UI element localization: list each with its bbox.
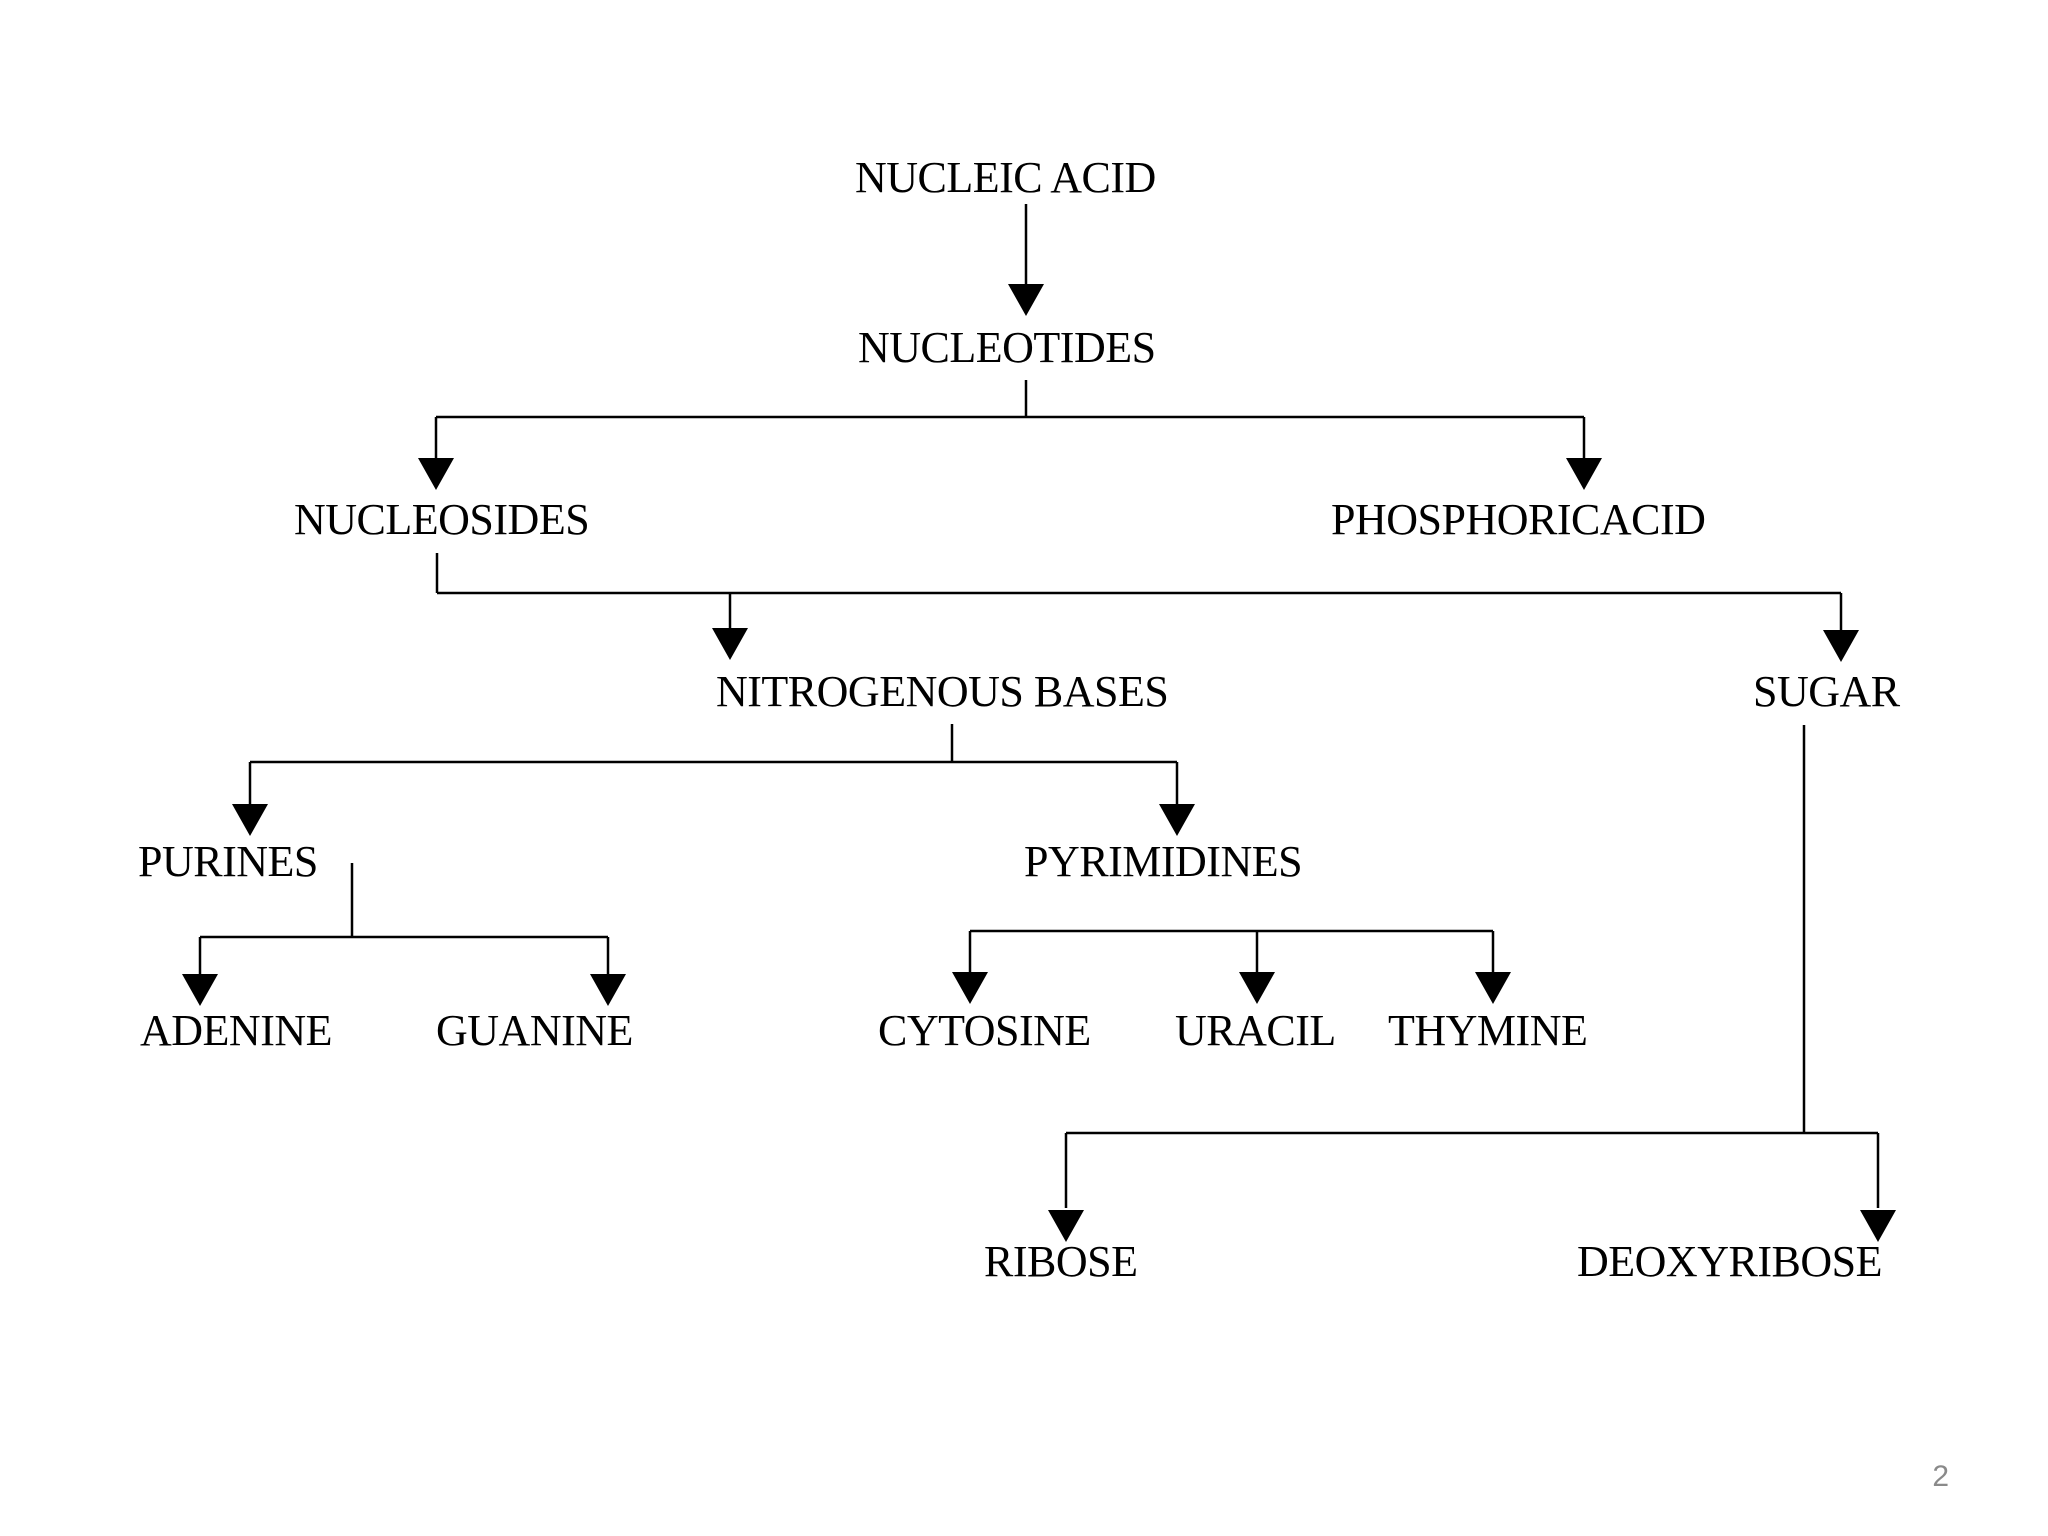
node-nucleic-acid: NUCLEIC ACID — [855, 153, 1156, 202]
slide-page-number: 2 — [1932, 1460, 1949, 1493]
arrowhead-pyrimidines — [1159, 804, 1195, 836]
node-sugar: SUGAR — [1753, 667, 1900, 716]
arrowhead-purines — [232, 804, 268, 836]
node-adenine: ADENINE — [140, 1006, 333, 1055]
arrowhead-thymine — [1475, 972, 1511, 1004]
arrowhead-nitrogenous-bases — [712, 628, 748, 660]
node-nucleotides: NUCLEOTIDES — [858, 323, 1156, 372]
node-purines: PURINES — [138, 837, 318, 886]
node-phosphoric-acid: PHOSPHORICACID — [1331, 495, 1706, 544]
node-uracil: URACIL — [1175, 1006, 1336, 1055]
arrowhead-ribose — [1048, 1210, 1084, 1242]
arrowhead-nucleotides — [1008, 284, 1044, 316]
node-thymine: THYMINE — [1388, 1006, 1588, 1055]
arrowhead-deoxyribose — [1860, 1210, 1896, 1242]
node-deoxyribose: DEOXYRIBOSE — [1577, 1237, 1882, 1286]
arrowhead-cytosine — [952, 972, 988, 1004]
node-pyrimidines: PYRIMIDINES — [1024, 837, 1303, 886]
node-nitrogenous-bases: NITROGENOUS BASES — [716, 667, 1169, 716]
arrowhead-uracil — [1239, 972, 1275, 1004]
arrowhead-guanine — [590, 974, 626, 1006]
arrowhead-phosphoric-acid — [1566, 458, 1602, 490]
arrowhead-adenine — [182, 974, 218, 1006]
node-guanine: GUANINE — [436, 1006, 633, 1055]
node-cytosine: CYTOSINE — [878, 1006, 1091, 1055]
arrowhead-sugar — [1823, 630, 1859, 662]
node-nucleosides: NUCLEOSIDES — [294, 495, 590, 544]
node-ribose: RIBOSE — [984, 1237, 1138, 1286]
arrowhead-nucleosides — [418, 458, 454, 490]
